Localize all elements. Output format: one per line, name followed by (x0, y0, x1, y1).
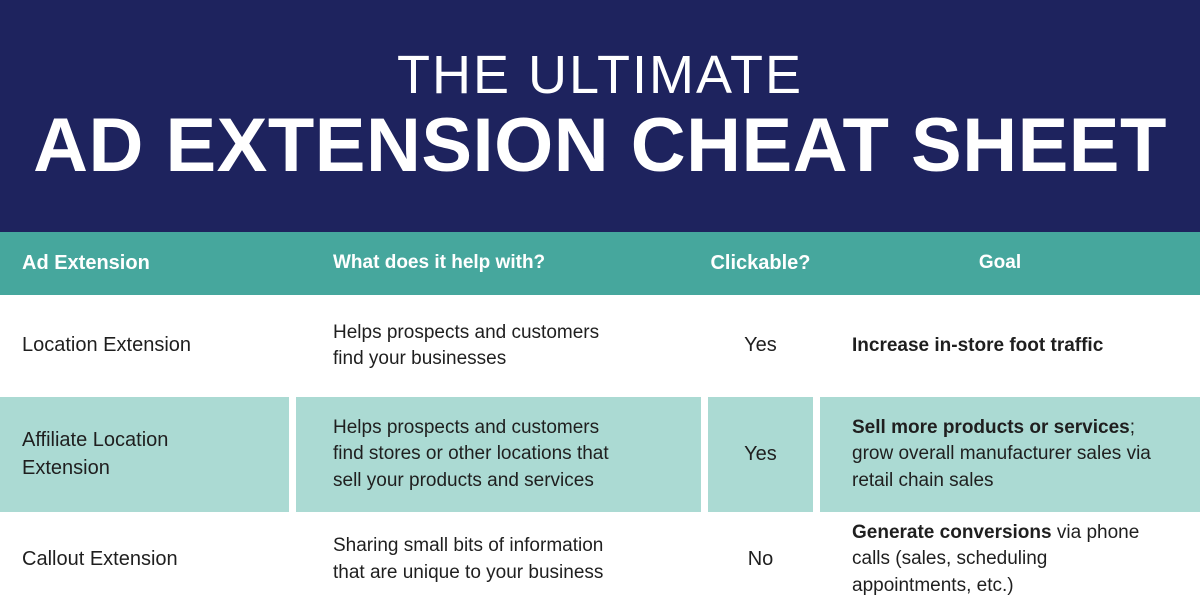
column-header-label: Goal (978, 252, 1022, 274)
column-header-label: Clickable? (710, 251, 811, 274)
cell-goal: Generate conversions via phone calls (sa… (820, 512, 1200, 607)
column-header-clickable: Clickable? (708, 232, 813, 295)
goal-text: Generate conversions via phone calls (sa… (852, 520, 1152, 599)
clickable-value-text: No (747, 547, 774, 570)
help-description-text: Helps prospects and customers find your … (333, 321, 600, 369)
table-row: Callout Extension Sharing small bits of … (0, 512, 1200, 607)
cheat-sheet-table: Ad Extension What does it help with? Cli… (0, 232, 1200, 607)
help-description-text: Helps prospects and customers find store… (333, 417, 609, 491)
cell-help-description: Helps prospects and customers find your … (296, 295, 701, 397)
goal-remainder: via phone calls (sales, scheduling appoi… (852, 522, 1140, 596)
hero-banner: THE ULTIMATE AD EXTENSION CHEAT SHEET (0, 0, 1200, 232)
goal-emphasis: Increase in-store foot traffic (852, 334, 1104, 356)
cell-clickable-value: No (708, 512, 813, 607)
goal-remainder: ; grow overall manufacturer sales via re… (852, 417, 1151, 491)
cell-goal: Increase in-store foot traffic (820, 295, 1200, 397)
poster-title: AD EXTENSION CHEAT SHEET (33, 103, 1167, 188)
cell-clickable-value: Yes (708, 397, 813, 512)
column-header-label: Ad Extension (22, 251, 150, 274)
column-header-goal: Goal (820, 232, 1200, 295)
cell-extension-name: Callout Extension (0, 512, 289, 607)
cell-help-description: Helps prospects and customers find store… (296, 397, 701, 512)
goal-text: Increase in-store foot traffic (852, 333, 1103, 359)
table-row: Affiliate Location Extension Helps prosp… (0, 397, 1200, 512)
table-header-row: Ad Extension What does it help with? Cli… (0, 232, 1200, 295)
column-header-label: What does it help with? (333, 252, 546, 274)
goal-emphasis: Sell more products or services (852, 417, 1130, 439)
cell-extension-name: Location Extension (0, 295, 289, 397)
table-row: Location Extension Helps prospects and c… (0, 295, 1200, 397)
clickable-value-text: Yes (744, 334, 777, 357)
cell-goal: Sell more products or services; grow ove… (820, 397, 1200, 512)
column-header-help-with: What does it help with? (296, 232, 701, 295)
poster-subtitle: THE ULTIMATE (396, 45, 803, 105)
goal-text: Sell more products or services; grow ove… (852, 415, 1152, 494)
clickable-value-text: Yes (744, 442, 777, 465)
help-description-text: Sharing small bits of information that a… (333, 535, 604, 583)
column-header-ad-extension: Ad Extension (0, 232, 289, 295)
goal-emphasis: Generate conversions (852, 522, 1052, 544)
extension-name-text: Affiliate Location Extension (22, 428, 169, 479)
cell-extension-name: Affiliate Location Extension (0, 397, 289, 512)
extension-name-text: Location Extension (22, 334, 192, 357)
cell-help-description: Sharing small bits of information that a… (296, 512, 701, 607)
cell-clickable-value: Yes (708, 295, 813, 397)
extension-name-text: Callout Extension (22, 547, 178, 570)
